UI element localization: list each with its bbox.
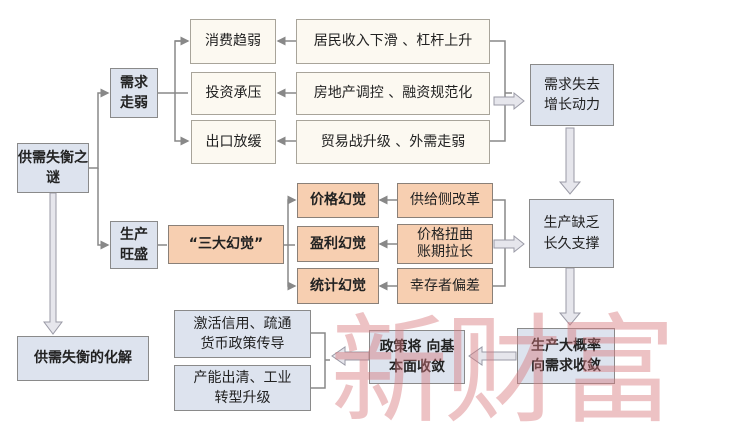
illusion-cause: 幸存者偏差 [397,268,493,304]
arrow-right [493,91,525,111]
demand-cause: 房地产调控 、融资规范化 [296,72,490,115]
demand-item: 消费趋弱 [190,19,276,64]
illusion-cause: 供给侧改革 [397,183,493,218]
three-illusions-node: “三大幻觉” [168,225,284,264]
resolution-item: 产能出清、工业 转型升级 [174,365,311,411]
demand-item: 出口放缓 [191,120,276,164]
policy-node: 政策将 向基 本面收敛 [369,330,465,384]
demand-weak-node: 需求走弱 [110,68,158,118]
demand-item: 投资承压 [191,72,276,115]
illusion-cause: 价格扭曲 账期拉长 [397,224,493,264]
resolution-item: 激活信用、疏通 货币政策传导 [174,310,311,358]
demand-cause: 居民收入下滑 、杠杆上升 [296,19,490,64]
illusion-item: 盈利幻觉 [297,226,379,262]
supply-strong-node: 生产旺盛 [110,221,158,269]
root-node: 供需失衡之谜 [17,143,89,193]
demand-result-node: 需求失去增长动力 [530,64,614,126]
illusion-item: 价格幻觉 [297,183,379,218]
resolution-node: 供需失衡的化解 [17,336,149,381]
illusion-item: 统计幻觉 [297,268,379,304]
demand-cause: 贸易战升级 、外需走弱 [296,120,490,164]
supply-result-node: 生产缺乏 长久支撑 [529,199,614,268]
convergence-node: 生产大概率 向需求收敛 [517,328,615,384]
